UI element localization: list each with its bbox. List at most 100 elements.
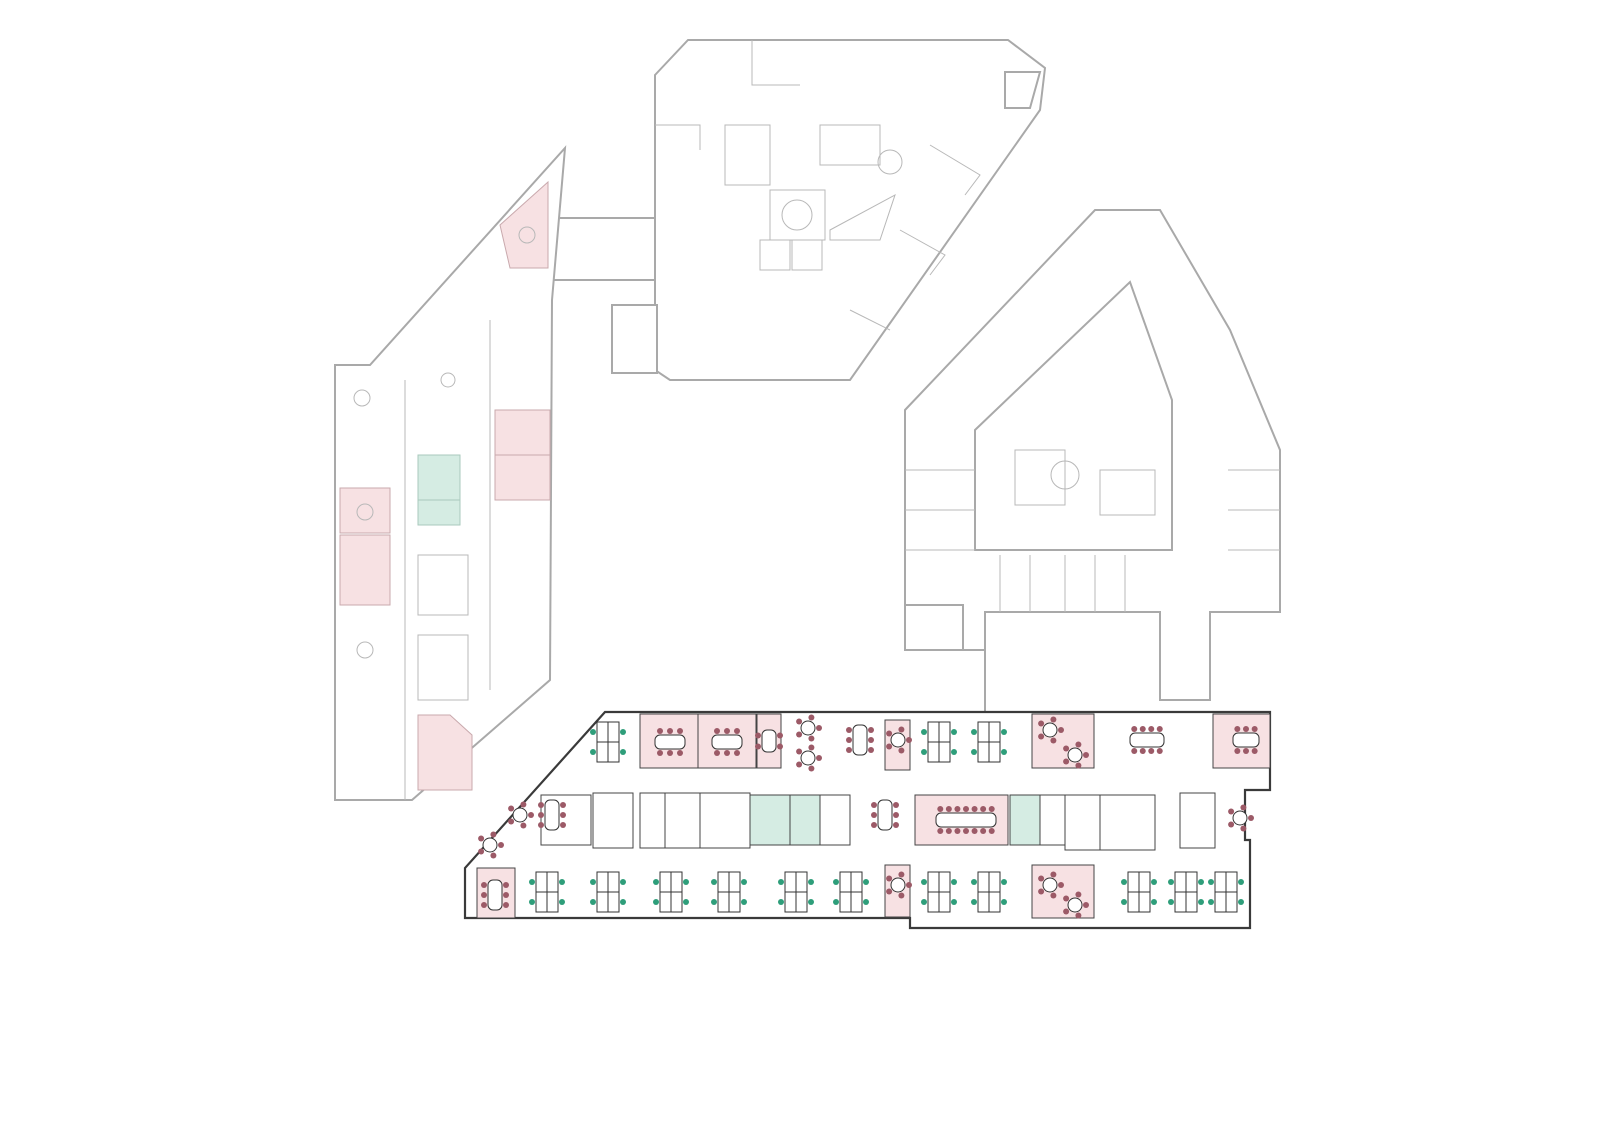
- chair: [560, 822, 566, 828]
- chair: [963, 828, 969, 834]
- conference-table: [487, 879, 503, 911]
- desk-cluster[interactable]: [711, 871, 747, 913]
- desk-cluster[interactable]: [921, 871, 957, 913]
- chair: [980, 828, 987, 834]
- chair: [937, 828, 944, 834]
- conference-table: [761, 729, 777, 753]
- round-table: [886, 726, 912, 754]
- chair: [538, 822, 544, 828]
- round-table: [478, 831, 504, 859]
- conference-table: [877, 799, 893, 831]
- chair: [868, 727, 874, 733]
- chair: [954, 806, 961, 812]
- chair: [481, 882, 487, 888]
- chair: [734, 750, 740, 756]
- round-table: [1038, 871, 1064, 899]
- core-room: [699, 792, 751, 849]
- chair: [937, 806, 944, 812]
- chair: [893, 822, 899, 828]
- chair: [871, 812, 877, 818]
- chair: [667, 750, 673, 756]
- chair: [971, 806, 978, 812]
- core-room: [1099, 794, 1156, 851]
- chair: [1139, 748, 1146, 754]
- round-table: [796, 744, 822, 772]
- conference-table: [544, 799, 560, 831]
- chair: [1156, 726, 1163, 732]
- chair: [893, 802, 899, 808]
- chair: [1251, 748, 1258, 754]
- chair: [503, 902, 509, 908]
- chair: [657, 750, 663, 756]
- desk-cluster[interactable]: [590, 721, 626, 763]
- chair: [1131, 748, 1138, 754]
- chair: [560, 812, 566, 818]
- north-building[interactable]: [611, 39, 1047, 381]
- conference-table: [1129, 732, 1165, 748]
- chair: [503, 892, 509, 898]
- core-room: [540, 794, 592, 846]
- restroom[interactable]: [1009, 794, 1041, 846]
- desk-cluster[interactable]: [833, 871, 869, 913]
- desk-cluster[interactable]: [778, 871, 814, 913]
- chair: [1139, 726, 1146, 732]
- round-table: [796, 714, 822, 742]
- chair: [868, 747, 874, 753]
- chair: [945, 828, 952, 834]
- desk-cluster[interactable]: [1208, 871, 1244, 913]
- chair: [954, 828, 961, 834]
- round-table: [1038, 716, 1064, 744]
- restroom[interactable]: [789, 794, 821, 846]
- chair: [1234, 726, 1241, 732]
- chair: [846, 747, 852, 753]
- chair: [945, 806, 952, 812]
- south-building[interactable]: [463, 710, 1272, 930]
- chair: [714, 750, 720, 756]
- chair: [868, 737, 874, 743]
- chair: [777, 732, 783, 739]
- core-room: [592, 792, 634, 849]
- desk-cluster[interactable]: [653, 871, 689, 913]
- chair: [1148, 726, 1155, 732]
- east-building[interactable]: [904, 209, 1281, 712]
- chair: [1243, 748, 1249, 754]
- chair: [734, 728, 740, 734]
- desk-cluster[interactable]: [971, 871, 1007, 913]
- chair: [657, 728, 663, 734]
- restroom[interactable]: [749, 794, 791, 846]
- conference-table: [935, 812, 997, 828]
- chair: [777, 743, 783, 750]
- desk-cluster[interactable]: [529, 871, 565, 913]
- desk-cluster[interactable]: [921, 721, 957, 763]
- desk-cluster[interactable]: [590, 871, 626, 913]
- chair: [538, 802, 544, 808]
- round-table: [886, 871, 912, 899]
- chair: [481, 902, 487, 908]
- chair: [988, 828, 995, 834]
- chair: [755, 732, 761, 739]
- chair: [714, 728, 720, 734]
- conference-table: [1232, 732, 1260, 748]
- chair: [1131, 726, 1138, 732]
- chair: [1243, 726, 1249, 732]
- chair: [677, 750, 683, 756]
- chair: [755, 743, 761, 750]
- round-table: [508, 801, 534, 829]
- chair: [724, 728, 730, 734]
- conference-table: [852, 724, 868, 756]
- desk-cluster[interactable]: [971, 721, 1007, 763]
- chair: [871, 802, 877, 808]
- chair: [503, 882, 509, 888]
- round-table: [1063, 741, 1089, 769]
- chair: [971, 828, 978, 834]
- chair: [538, 812, 544, 818]
- desk-cluster[interactable]: [1121, 871, 1157, 913]
- chair: [677, 728, 683, 734]
- west-building[interactable]: [334, 145, 567, 801]
- chair: [893, 812, 899, 818]
- chair: [963, 806, 969, 812]
- chair: [667, 728, 673, 734]
- chair: [1156, 748, 1163, 754]
- desk-cluster[interactable]: [1168, 871, 1204, 913]
- conference-table: [654, 734, 686, 750]
